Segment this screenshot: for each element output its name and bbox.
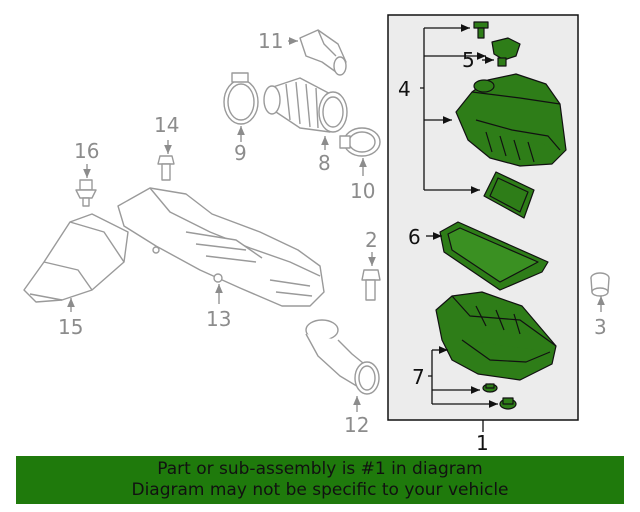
callout-11: 11: [258, 29, 283, 53]
part-16-clip: [75, 179, 97, 207]
part-14-bolt: [157, 155, 175, 181]
callout-15: 15: [58, 315, 83, 339]
part-upper-housing: [455, 73, 567, 167]
callout-3: 3: [594, 315, 607, 339]
callout-labels: 1 2 3 4 5 6 7 8 9 10 11 12 13 14 15 16: [58, 29, 607, 455]
part-lower-housing: [435, 291, 557, 381]
part-8-hose: [263, 77, 348, 133]
callout-8: 8: [318, 151, 331, 175]
part-3-grommet: [590, 272, 610, 297]
callout-13: 13: [206, 307, 231, 331]
callout-2: 2: [365, 228, 378, 252]
info-banner: Part or sub-assembly is #1 in diagram Di…: [16, 456, 624, 504]
callout-16: 16: [74, 139, 99, 163]
callout-6: 6: [408, 225, 421, 249]
part-9-clamp: [223, 72, 259, 125]
part-6-filter: [439, 221, 549, 291]
callout-12: 12: [344, 413, 369, 437]
part-5-sensor: [491, 37, 521, 67]
part-13-duct: [117, 187, 325, 307]
callout-7: 7: [412, 365, 425, 389]
part-12-elbow: [305, 319, 380, 395]
callout-9: 9: [234, 141, 247, 165]
part-2-bolt: [361, 269, 381, 301]
part-bolt-top: [473, 21, 489, 39]
grey-parts: [23, 29, 610, 395]
part-15-inlet: [23, 213, 129, 303]
green-parts: [435, 21, 567, 410]
callout-1: 1: [476, 431, 489, 455]
banner-line-2: Diagram may not be specific to your vehi…: [131, 480, 509, 500]
callout-10: 10: [350, 179, 375, 203]
banner-line-1: Part or sub-assembly is #1 in diagram: [157, 459, 483, 479]
part-7-fasteners: [482, 383, 517, 410]
part-10-clamp: [339, 127, 381, 157]
callout-4: 4: [398, 77, 411, 101]
part-filter-small: [483, 171, 535, 219]
part-11-duct: [299, 29, 347, 76]
callout-14: 14: [154, 113, 179, 137]
callout-5: 5: [462, 48, 475, 72]
leader-lines: [67, 24, 605, 432]
